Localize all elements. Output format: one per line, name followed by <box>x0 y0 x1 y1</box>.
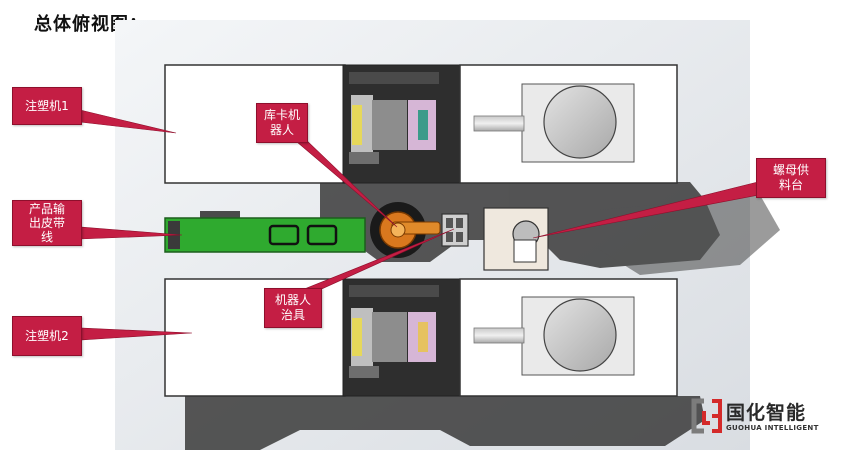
conveyor-belt <box>164 211 366 253</box>
callout-robot-fixture: 机器人 治具 <box>264 288 322 328</box>
callout-output-conveyor: 产品输 出皮带 线 <box>12 200 82 246</box>
injection-machine-2 <box>164 278 678 397</box>
logo-mark-icon <box>691 398 722 434</box>
robot-fixture <box>441 213 469 247</box>
injection-machine-1 <box>164 64 678 184</box>
callout-pointers <box>79 109 765 341</box>
robot-cell <box>370 202 549 271</box>
logo-name-en: GUOHUA INTELLIGENT <box>726 424 819 432</box>
callout-injection-machine-2: 注塑机2 <box>12 316 82 356</box>
callout-nut-feeder: 螺母供 料台 <box>756 158 826 198</box>
logo-name-cn: 国化智能 <box>726 402 807 424</box>
machine1-drum <box>543 85 617 159</box>
company-logo: 国化智能 GUOHUA INTELLIGENT <box>690 397 830 437</box>
callout-kuka-robot: 库卡机 器人 <box>256 103 308 143</box>
machine2-drum <box>543 298 617 372</box>
machine1-body-left <box>164 64 346 184</box>
callout-injection-machine-1: 注塑机1 <box>12 87 82 125</box>
